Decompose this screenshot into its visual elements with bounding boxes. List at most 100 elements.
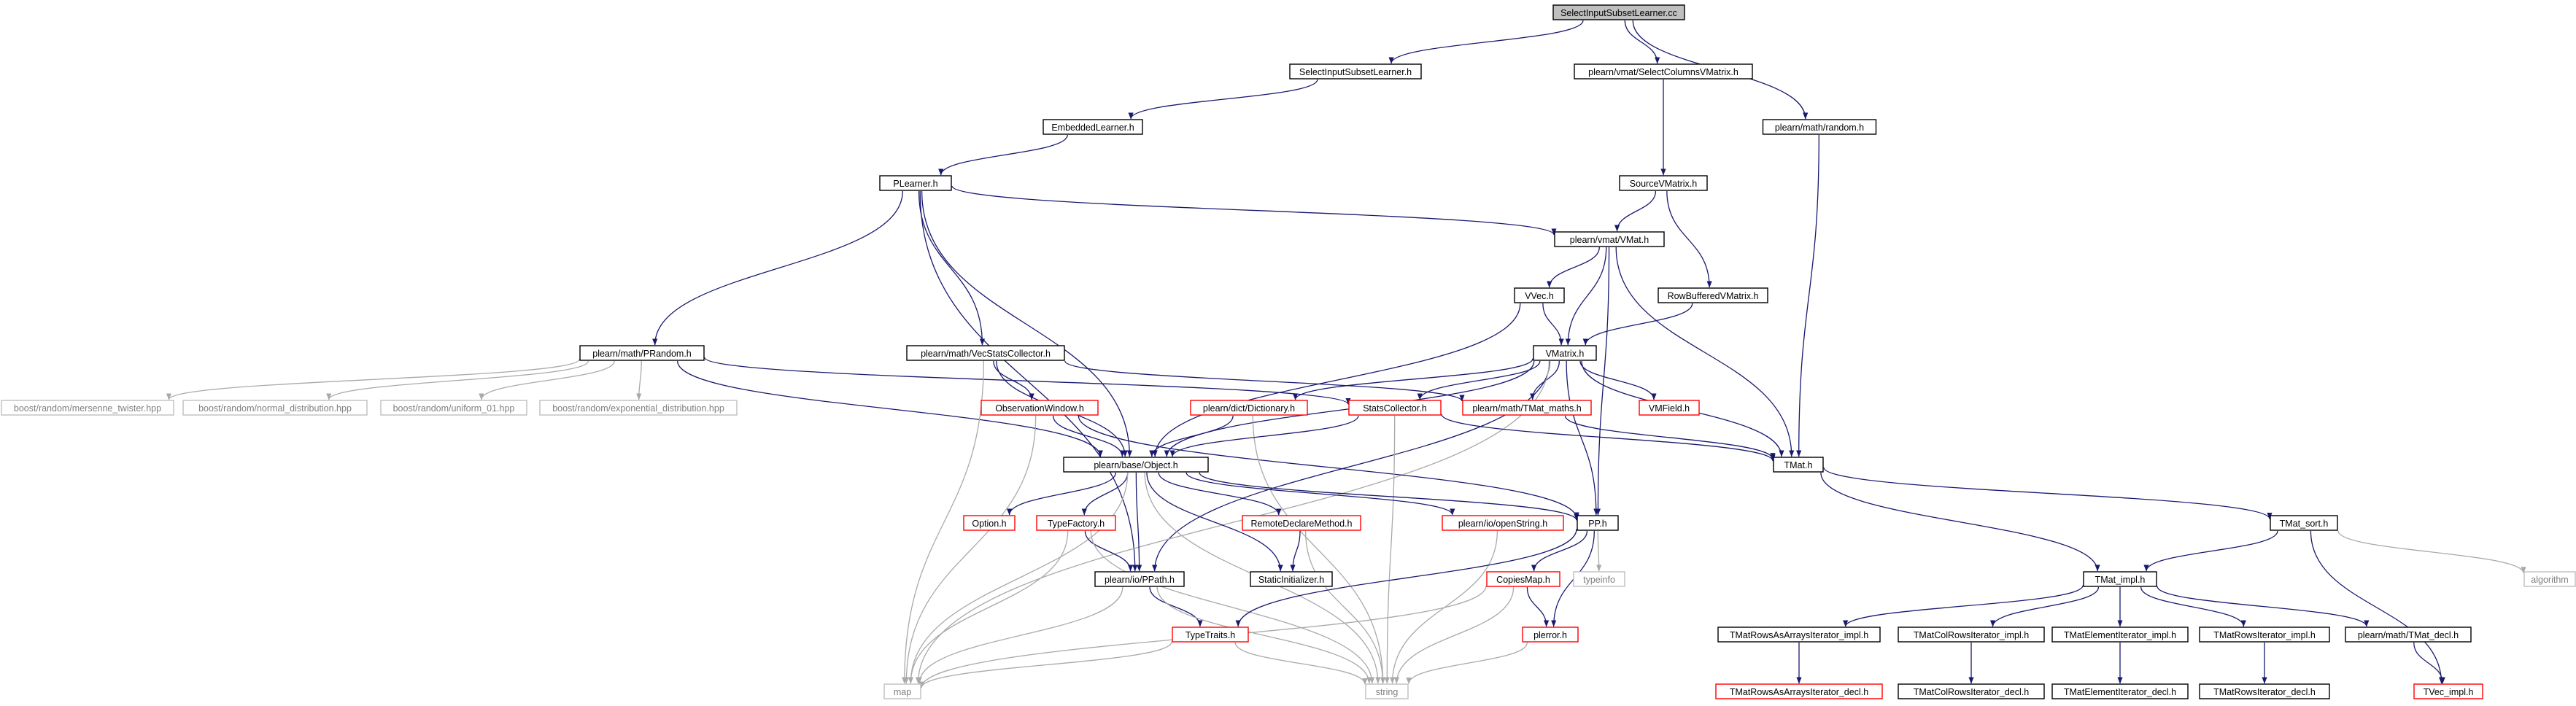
node-perr[interactable]: plerror.h: [1522, 627, 1579, 643]
edge-tf-to-str: [1090, 530, 1375, 684]
node-ow[interactable]: ObservationWindow.h: [980, 400, 1099, 416]
node-obj[interactable]: plearn/base/Object.h: [1063, 457, 1209, 473]
node-u01: boost/random/uniform_01.hpp: [380, 400, 527, 416]
node-ttr[interactable]: TypeTraits.h: [1172, 627, 1249, 643]
node-dict[interactable]: plearn/dict/Dictionary.h: [1190, 400, 1308, 416]
node-box: [1574, 63, 1753, 79]
node-mt: boost/random/mersenne_twister.hpp: [1, 400, 174, 416]
node-label: boost/random/normal_distribution.hpp: [198, 403, 352, 414]
node-vmat[interactable]: plearn/vmat/VMat.h: [1554, 231, 1665, 247]
node-label: TMatColRowsIterator_impl.h: [1914, 630, 2029, 640]
node-sc[interactable]: StatsCollector.h: [1348, 400, 1442, 416]
node-label: algorithm: [2531, 575, 2568, 585]
node-vmf[interactable]: VMField.h: [1639, 400, 1700, 416]
node-scvm[interactable]: plearn/vmat/SelectColumnsVMatrix.h: [1574, 63, 1753, 79]
node-ostr[interactable]: plearn/io/openString.h: [1442, 515, 1564, 531]
edge-ppath-to-str: [1156, 586, 1372, 684]
edge-vmx-to-map: [915, 360, 1550, 684]
node-label: TVec_impl.h: [2424, 687, 2474, 697]
node-traad[interactable]: TMatRowsAsArraysIterator_decl.h: [1715, 683, 1883, 699]
node-ppath[interactable]: plearn/io/PPath.h: [1094, 571, 1185, 587]
node-box: [1554, 231, 1665, 247]
node-box: [1348, 400, 1442, 416]
edge-vmx-to-sc: [1417, 360, 1541, 400]
node-box: [1486, 571, 1560, 587]
node-box: [980, 400, 1099, 416]
edge-ow-to-pp: [1078, 415, 1579, 519]
node-label: StatsCollector.h: [1363, 403, 1427, 414]
node-vvec[interactable]: VVec.h: [1514, 287, 1565, 303]
node-tcrd[interactable]: TMatColRowsIterator_decl.h: [1898, 683, 2045, 699]
node-box: [1577, 515, 1619, 531]
edge-vmat-to-vvec: [1547, 247, 1600, 288]
node-rbvm[interactable]: RowBufferedVMatrix.h: [1658, 287, 1768, 303]
node-box: [539, 400, 738, 416]
node-tri[interactable]: TMatRowsIterator_impl.h: [2199, 627, 2330, 643]
node-box: [2051, 627, 2189, 643]
node-tmat[interactable]: TMat.h: [1773, 457, 1824, 473]
node-label: map: [894, 687, 911, 697]
node-tcri[interactable]: TMatColRowsIterator_impl.h: [1898, 627, 2045, 643]
edge-tdecl-to-tvi: [2413, 642, 2445, 684]
node-box: [2051, 683, 2189, 699]
edge-pp-to-ttr: [1235, 529, 1577, 627]
node-rdm[interactable]: RemoteDeclareMethod.h: [1242, 515, 1361, 531]
edge-plrn-to-prand: [652, 190, 903, 346]
node-sinit[interactable]: StaticInitializer.h: [1250, 571, 1333, 587]
node-pp[interactable]: PP.h: [1577, 515, 1619, 531]
node-prand[interactable]: plearn/math/PRandom.h: [579, 345, 705, 361]
node-box: [1462, 400, 1592, 416]
node-label: typeinfo: [1583, 575, 1615, 585]
node-plrn[interactable]: PLearner.h: [879, 175, 952, 191]
edge-cmap-to-str: [1393, 586, 1515, 684]
edge-pp-to-cmap: [1531, 530, 1588, 572]
edge-vmx-to-dict: [1293, 358, 1533, 400]
edge-rdm-to-str: [1304, 530, 1386, 684]
node-label: SelectInputSubsetLearner.h: [1299, 67, 1412, 77]
edge-sc-to-str: [1384, 415, 1396, 684]
edge-dict-to-obj: [1149, 415, 1234, 457]
node-label: plearn/vmat/VMat.h: [1570, 235, 1649, 245]
edge-timpl-to-tri: [2140, 586, 2246, 627]
edge-timpl-to-tdecl: [2157, 586, 2370, 627]
edge-plrn-to-vmat: [951, 185, 1557, 236]
node-label: boost/random/mersenne_twister.hpp: [14, 403, 161, 414]
edge-sc-to-tmat: [1441, 414, 1776, 462]
node-timpl[interactable]: TMat_impl.h: [2083, 571, 2157, 587]
node-ted[interactable]: TMatElementIterator_decl.h: [2051, 683, 2189, 699]
node-trd[interactable]: TMatRowsIterator_decl.h: [2199, 683, 2330, 699]
node-box: [1063, 457, 1209, 473]
node-box: [2199, 627, 2330, 643]
node-vsc[interactable]: plearn/math/VecStatsCollector.h: [906, 345, 1065, 361]
node-label: plearn/base/Object.h: [1094, 460, 1177, 470]
node-label: TMatRowsIterator_decl.h: [2213, 687, 2316, 697]
node-box: [1717, 627, 1881, 643]
node-vmx[interactable]: VMatrix.h: [1533, 345, 1597, 361]
edge-tf-to-ppath: [1084, 530, 1134, 572]
node-opt[interactable]: Option.h: [963, 515, 1016, 531]
node-tmm[interactable]: plearn/math/TMat_maths.h: [1462, 400, 1592, 416]
node-emb[interactable]: EmbeddedLearner.h: [1043, 119, 1143, 135]
edge-obj-to-tf: [1081, 472, 1129, 516]
node-box: [1658, 287, 1768, 303]
node-tvi[interactable]: TVec_impl.h: [2413, 683, 2483, 699]
node-root[interactable]: SelectInputSubsetLearner.cc: [1552, 4, 1685, 20]
node-label: TMatColRowsIterator_decl.h: [1914, 687, 2029, 697]
node-silh[interactable]: SelectInputSubsetLearner.h: [1289, 63, 1422, 79]
node-tei[interactable]: TMatElementIterator_impl.h: [2051, 627, 2189, 643]
node-svm[interactable]: SourceVMatrix.h: [1619, 175, 1708, 191]
edge-obj-to-rdm: [1158, 472, 1282, 516]
node-label: plearn/math/TMat_decl.h: [2358, 630, 2459, 640]
node-label: VVec.h: [1525, 291, 1554, 301]
edge-tmm-to-tmat: [1564, 415, 1776, 460]
node-tsort[interactable]: TMat_sort.h: [2270, 515, 2338, 531]
node-label: TMat.h: [1784, 460, 1813, 470]
node-rand[interactable]: plearn/math/random.h: [1762, 119, 1877, 135]
node-cmap[interactable]: CopiesMap.h: [1486, 571, 1560, 587]
node-label: plearn/math/TMat_maths.h: [1472, 403, 1581, 414]
node-tdecl[interactable]: plearn/math/TMat_decl.h: [2345, 627, 2472, 643]
node-traai[interactable]: TMatRowsAsArraysIterator_impl.h: [1717, 627, 1881, 643]
edge-cmap-to-perr: [1526, 586, 1550, 627]
node-tf[interactable]: TypeFactory.h: [1036, 515, 1116, 531]
edge-prand-to-sc: [704, 357, 1351, 405]
